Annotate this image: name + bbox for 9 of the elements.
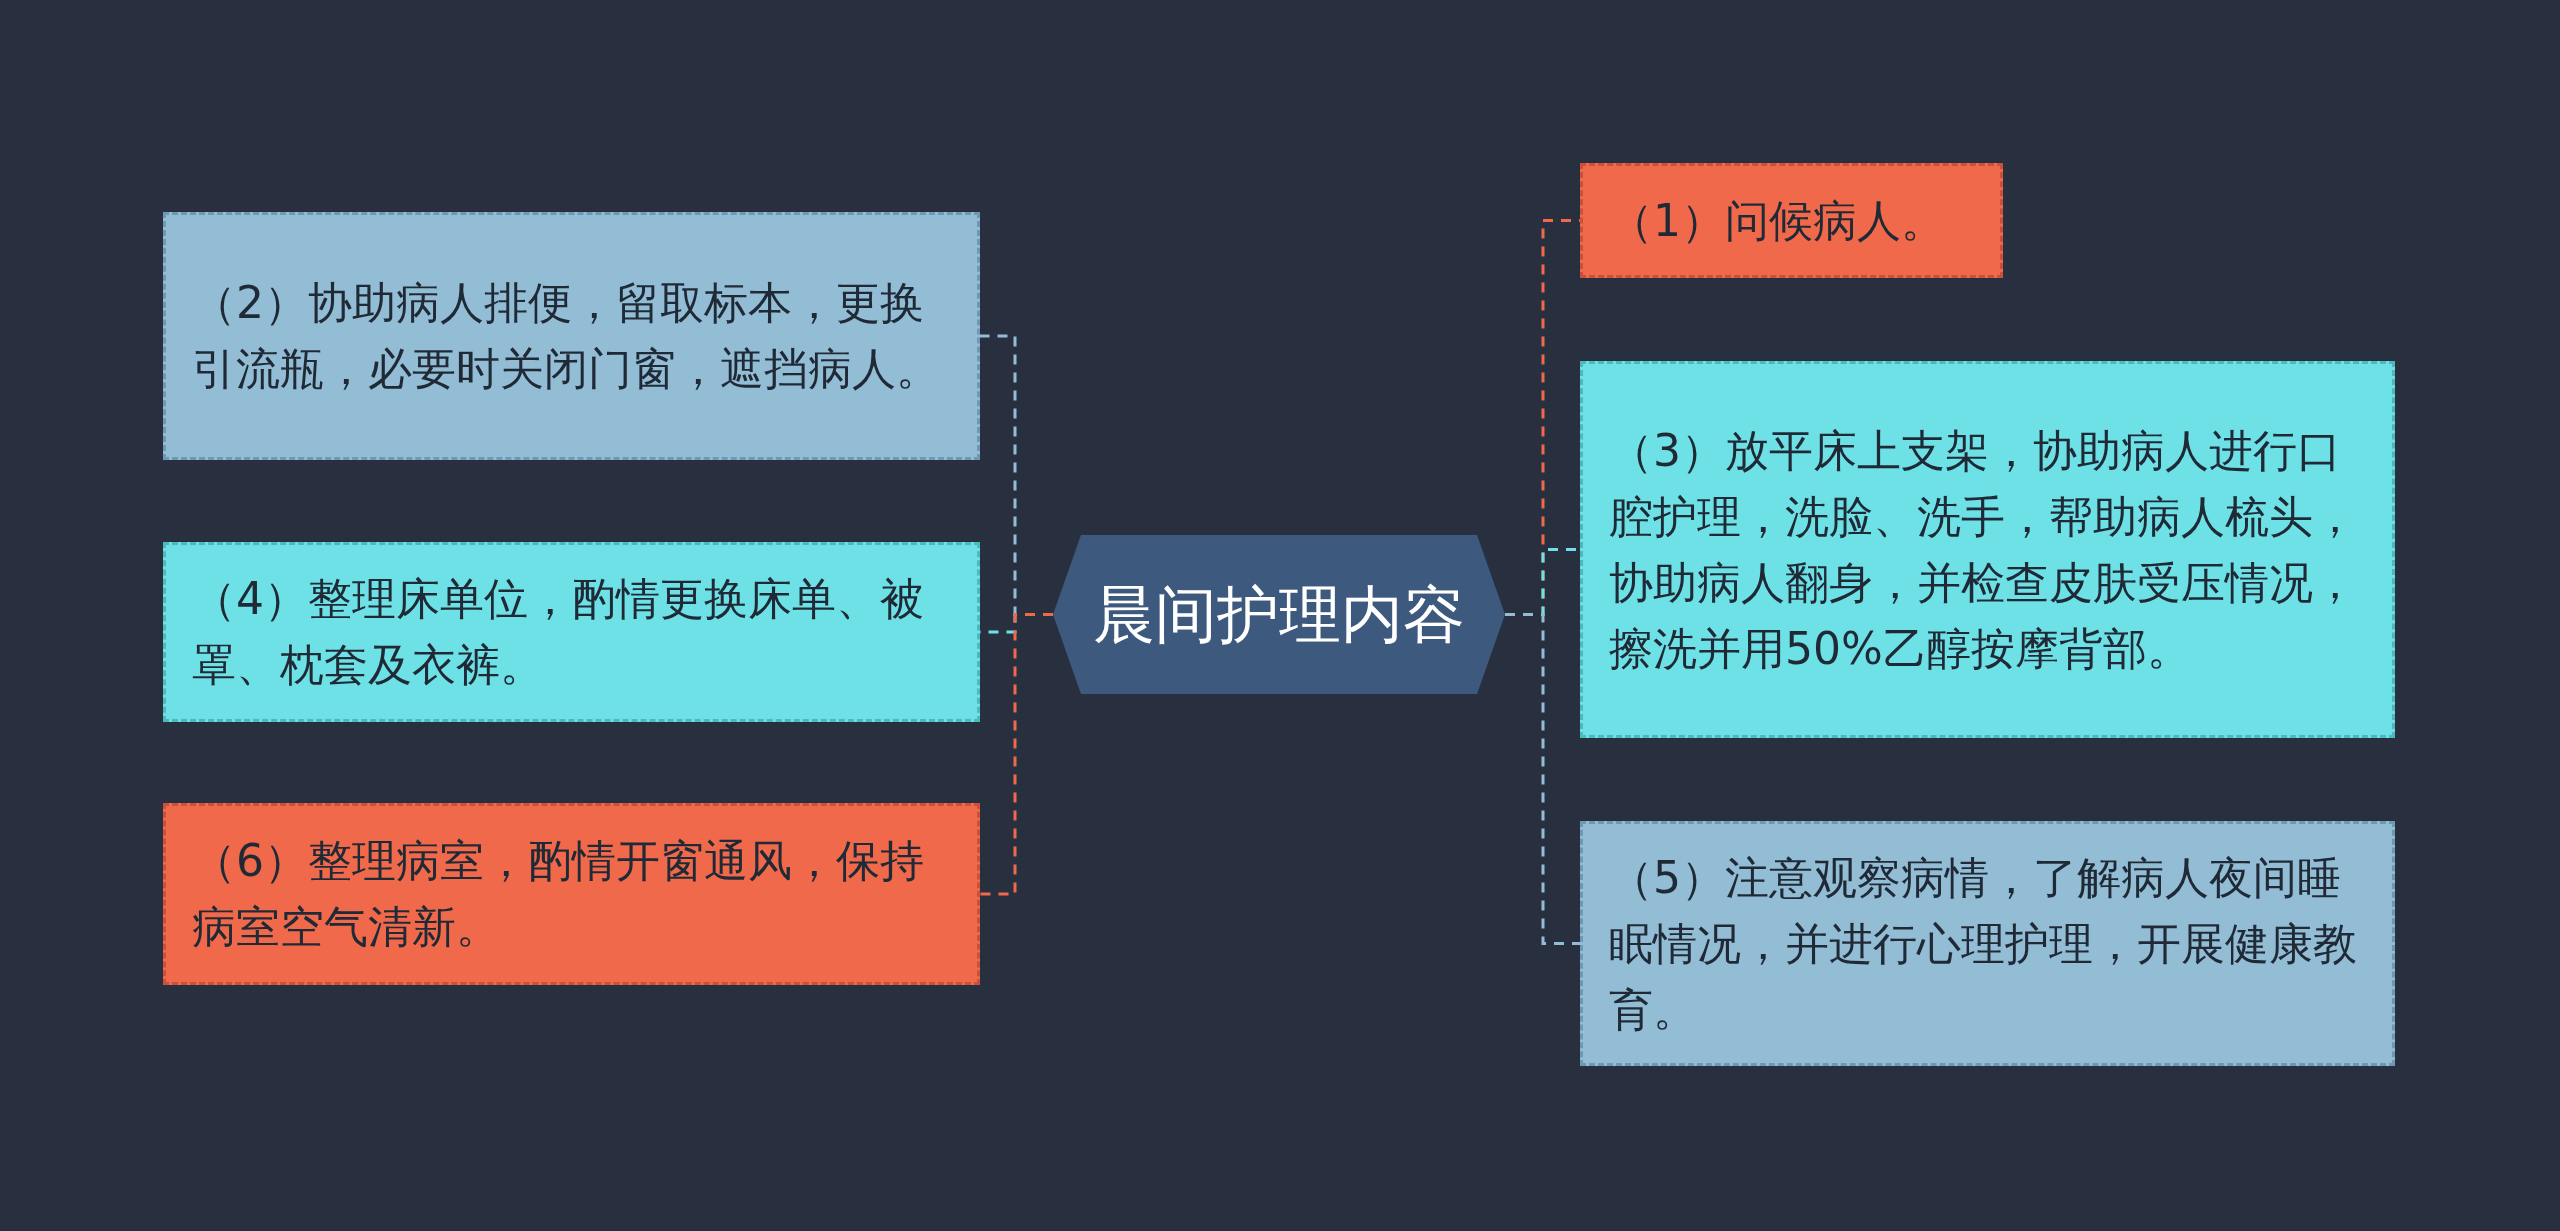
- topic-text: 晨间护理内容: [1093, 576, 1465, 653]
- text-card: （4）整理床单位，酌情更换床单、被罩、枕套及衣裤。: [163, 542, 980, 722]
- text-card: （1）问候病人。: [1580, 163, 2003, 278]
- text-card: （6）整理病室，酌情开窗通风，保持病室空气清新。: [163, 803, 980, 985]
- text-card: （3）放平床上支架，协助病人进行口腔护理，洗脸、洗手，帮助病人梳头，协助病人翻身，并检查皮肤受压情况，擦洗并用50%乙醇按摩背部。: [1580, 361, 2395, 738]
- text-card: （5）注意观察病情，了解病人夜间睡眠情况，并进行心理护理，开展健康教育。: [1580, 821, 2395, 1066]
- text-card: （2）协助病人排便，留取标本，更换引流瓶，必要时关闭门窗，遮挡病人。: [163, 212, 980, 460]
- connector-line: [1505, 613, 1580, 945]
- connector-line: [980, 613, 1053, 896]
